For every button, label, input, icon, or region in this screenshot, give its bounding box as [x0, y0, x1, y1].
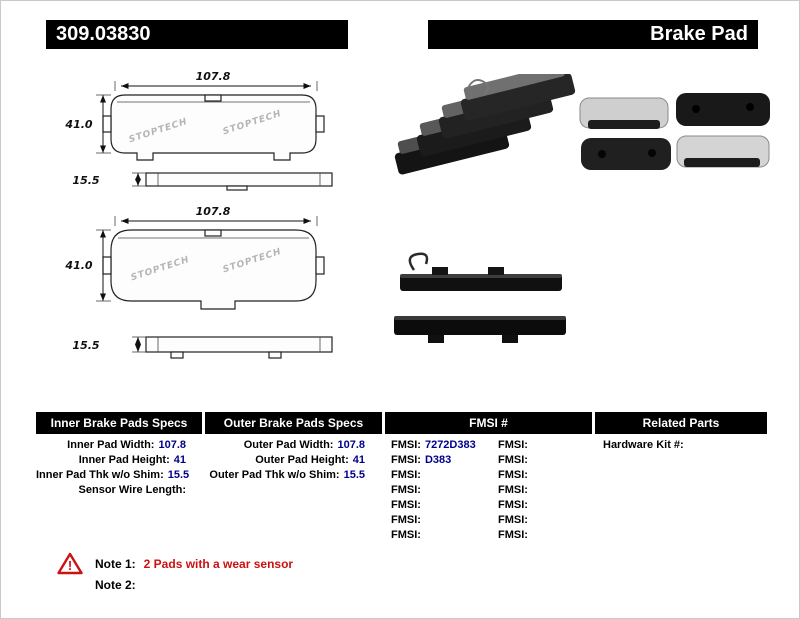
photo-angled-stack	[394, 74, 576, 175]
technical-drawings: 107.8 STOPTECH STOPTECH 41.0 15.5	[64, 70, 333, 359]
part-number: 309.03830	[56, 23, 151, 45]
dim-thickness-2: 15.5	[72, 339, 99, 352]
fmsi-row: FMSI:	[498, 439, 528, 451]
related-parts-title: Related Parts	[642, 416, 720, 430]
fmsi-row: FMSI:7272D383	[391, 439, 476, 451]
fmsi-title: FMSI #	[469, 416, 508, 430]
fmsi-row: FMSI:	[391, 529, 421, 541]
dim-width-2: 107.8	[196, 205, 231, 218]
fmsi-column-left: FMSI:7272D383 FMSI:D383 FMSI: FMSI: FMSI…	[391, 438, 496, 543]
fmsi-row: FMSI:	[498, 514, 528, 526]
note-1-label: Note 1:	[95, 557, 136, 571]
inner-specs-title: Inner Brake Pads Specs	[50, 416, 188, 430]
spec-row: Outer Pad Width:107.8	[243, 439, 365, 451]
fmsi-row: FMSI:	[391, 469, 421, 481]
spec-row: Outer Pad Thk w/o Shim:15.5	[209, 469, 365, 481]
note-1-text: 2 Pads with a wear sensor	[143, 557, 294, 571]
fmsi-row: FMSI:	[391, 514, 421, 526]
spec-row: Inner Pad Thk w/o Shim:15.5	[36, 469, 190, 481]
outer-specs-column: Outer Pad Width:107.8 Outer Pad Height:4…	[205, 438, 382, 483]
note-2: Note 2:	[95, 577, 136, 593]
fmsi-row: FMSI:	[498, 469, 528, 481]
note-2-label: Note 2:	[95, 578, 136, 592]
spec-row: Inner Pad Height:41	[78, 454, 186, 466]
spec-row: Inner Pad Width:107.8	[67, 439, 186, 451]
warning-icon: !	[57, 552, 83, 575]
dim-width-1: 107.8	[196, 70, 231, 83]
note-1: Note 1: 2 Pads with a wear sensor	[95, 556, 293, 572]
spec-row: Hardware Kit #:	[603, 439, 684, 451]
fmsi-row: FMSI:	[498, 484, 528, 496]
fmsi-row: FMSI:	[391, 499, 421, 511]
product-name-bar: Brake Pad	[428, 20, 758, 49]
dim-height-1: 41.0	[64, 118, 92, 131]
pad-side-view-1: 15.5	[72, 172, 333, 191]
spec-row: Sensor Wire Length:	[78, 484, 186, 496]
related-parts-column: Hardware Kit #:	[603, 438, 763, 453]
fmsi-header: FMSI #	[385, 412, 592, 434]
pad-top-view-1: 107.8 STOPTECH STOPTECH 41.0	[64, 70, 325, 161]
fmsi-row: FMSI:	[498, 529, 528, 541]
wear-sensor-clip	[408, 252, 429, 271]
warning-glyph: !	[68, 558, 72, 573]
spec-row: Outer Pad Height:41	[255, 454, 365, 466]
dim-height-2: 41.0	[64, 259, 92, 272]
photo-flat-pairs	[579, 93, 770, 170]
dim-thickness-1: 15.5	[72, 174, 99, 187]
photo-edge-views	[394, 252, 566, 343]
wear-sensor-wire	[467, 79, 489, 95]
related-parts-header: Related Parts	[595, 412, 767, 434]
fmsi-row: FMSI:	[391, 484, 421, 496]
fmsi-column-right: FMSI: FMSI: FMSI: FMSI: FMSI: FMSI: FMSI…	[498, 438, 588, 543]
part-number-bar: 309.03830	[46, 20, 348, 49]
inner-specs-header: Inner Brake Pads Specs	[36, 412, 202, 434]
fmsi-row: FMSI:	[498, 499, 528, 511]
pad-top-view-2: 107.8 STOPTECH STOPTECH 41.0	[64, 205, 325, 310]
outer-specs-title: Outer Brake Pads Specs	[223, 416, 364, 430]
outer-specs-header: Outer Brake Pads Specs	[205, 412, 382, 434]
inner-specs-column: Inner Pad Width:107.8 Inner Pad Height:4…	[36, 438, 202, 498]
product-name: Brake Pad	[650, 23, 748, 45]
pad-side-view-2: 15.5	[72, 336, 333, 359]
product-photos	[394, 74, 770, 343]
fmsi-row: FMSI:	[498, 454, 528, 466]
fmsi-row: FMSI:D383	[391, 454, 452, 466]
